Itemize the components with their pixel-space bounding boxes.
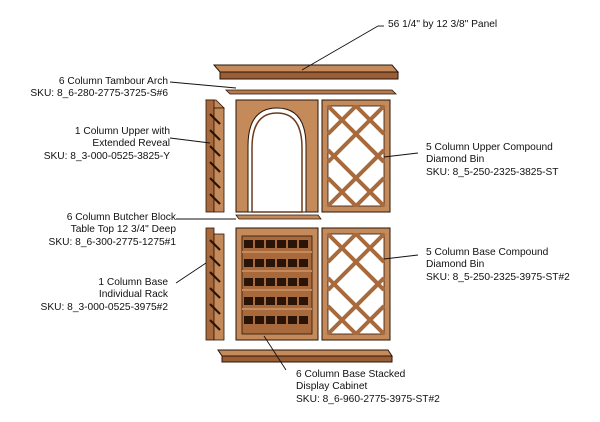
top-panel xyxy=(212,64,400,80)
butcher-block-callout: 6 Column Butcher Block Table Top 12 3/4"… xyxy=(49,212,176,249)
top-trim xyxy=(225,89,397,95)
butcher-block-sku: SKU: 8_6-300-2775-1275#1 xyxy=(48,236,176,248)
display-cabinet-callout: 6 Column Base Stacked Display Cabinet SK… xyxy=(296,369,440,406)
panel-label: 56 1/4" by 12 3/8" Panel xyxy=(388,19,498,30)
butcher-block-label-2: Table Top 12 3/4" Deep xyxy=(70,224,176,236)
butcher-block-top xyxy=(235,214,322,220)
base-diamond-label-2: Diamond Bin xyxy=(426,259,485,271)
upper-diamond-sku: SKU: 8_5-250-2325-3825-ST xyxy=(426,166,559,178)
bottom-panel xyxy=(217,349,393,363)
upper-extended-label-2: Extended Reveal xyxy=(92,138,170,150)
base-left-single-rack xyxy=(205,227,225,341)
upper-diamond-label: 5 Column Upper Compound xyxy=(426,142,553,153)
panel-callout: 56 1/4" by 12 3/8" Panel xyxy=(388,19,497,31)
display-cabinet-sku: SKU: 8_6-960-2775-3975-ST#2 xyxy=(296,393,440,405)
base-diamond-callout: 5 Column Base Compound Diamond Bin SKU: … xyxy=(426,247,570,284)
display-cabinet-label-2: Display Cabinet xyxy=(296,381,368,393)
tambour-arch-callout: 6 Column Tambour Arch SKU: 8_6-280-2775-… xyxy=(30,76,168,101)
base-diamond-sku: SKU: 8_5-250-2325-3975-ST#2 xyxy=(426,271,570,283)
upper-diamond-bin xyxy=(321,99,391,213)
display-cabinet-label: 6 Column Base Stacked xyxy=(296,369,406,380)
upper-left-single-rack xyxy=(205,99,225,213)
butcher-block-label: 6 Column Butcher Block xyxy=(66,212,176,223)
upper-extended-sku: SKU: 8_3-000-0525-3825-Y xyxy=(43,150,170,162)
upper-extended-label: 1 Column Upper with xyxy=(74,126,170,137)
tambour-arch-sku: SKU: 8_6-280-2775-3725-S#6 xyxy=(30,88,168,100)
base-diamond-bin xyxy=(321,227,391,341)
upper-extended-callout: 1 Column Upper with Extended Reveal SKU:… xyxy=(44,126,170,163)
leader-lines xyxy=(169,25,419,371)
upper-diamond-label-2: Diamond Bin xyxy=(426,154,485,166)
tambour-arch xyxy=(235,99,319,213)
base-individual-label: 1 Column Base xyxy=(98,277,168,288)
display-cabinet xyxy=(235,227,319,341)
tambour-arch-label: 6 Column Tambour Arch xyxy=(58,76,168,87)
base-diamond-label: 5 Column Base Compound xyxy=(426,247,549,258)
base-individual-sku: SKU: 8_3-000-0525-3975#2 xyxy=(40,301,168,313)
upper-diamond-callout: 5 Column Upper Compound Diamond Bin SKU:… xyxy=(426,142,559,179)
base-individual-callout: 1 Column Base Individual Rack SKU: 8_3-0… xyxy=(41,277,168,314)
base-individual-label-2: Individual Rack xyxy=(98,289,168,301)
